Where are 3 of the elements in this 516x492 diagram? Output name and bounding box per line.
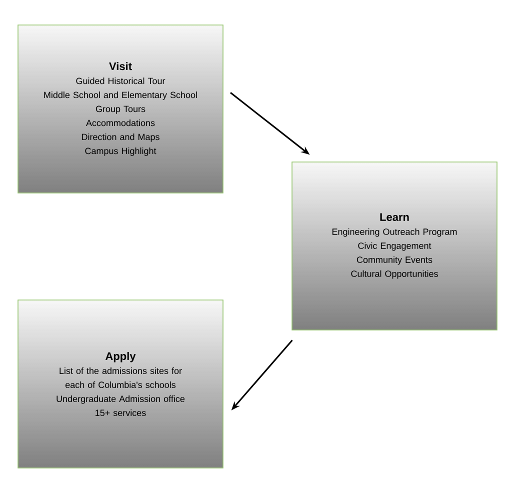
info-box: Visit Guided Historical Tour Middle School and Elementary School Group Tours Accommodations Direction and Maps Campus Highlight (18, 24, 224, 194)
info-box: Learn Engineering Outreach Program Civic Engagement Community Events Cultural Opportunities (292, 162, 498, 330)
info-box: Apply List of the admissions sites for each of Columbia's schools Undergraduate Admission office 15+ services (18, 300, 224, 468)
